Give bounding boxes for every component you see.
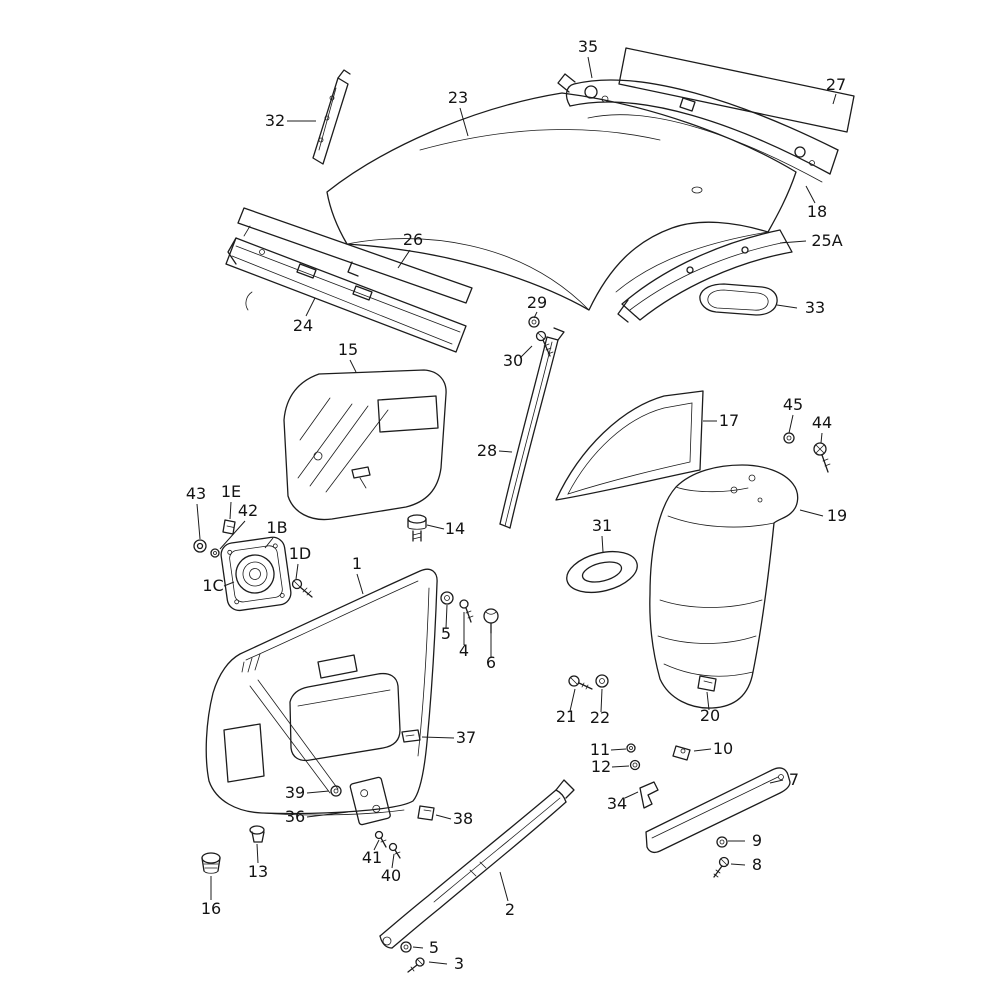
leader-lines — [196, 56, 837, 965]
part-label-41: 41 — [362, 848, 382, 867]
part-label-21: 21 — [556, 707, 576, 726]
part-21-screw — [568, 675, 593, 690]
part-label-37: 37 — [456, 728, 476, 747]
part-42-nut — [210, 548, 220, 558]
part-9-washer — [716, 836, 728, 848]
part-1-door-panel — [205, 568, 438, 816]
part-label-28: 28 — [477, 441, 497, 460]
part-label-25A: 25A — [811, 231, 842, 250]
part-41-screw — [374, 830, 387, 848]
part-label-29: 29 — [527, 293, 547, 312]
part-label-3: 3 — [454, 954, 464, 973]
part-label-8: 8 — [752, 855, 762, 874]
part-3-screw — [407, 957, 425, 973]
part-label-1E: 1E — [221, 482, 241, 501]
part-label-45: 45 — [783, 395, 803, 414]
part-label-1B: 1B — [266, 518, 287, 537]
part-22-grommet — [595, 674, 609, 688]
part-label-5: 5 — [441, 624, 451, 643]
part-label-4: 4 — [459, 641, 469, 660]
part-16-plug — [201, 852, 221, 874]
part-26-rail — [237, 207, 473, 304]
part-label-32: 32 — [265, 111, 285, 130]
part-31-armrest-pad — [566, 550, 638, 594]
part-label-10: 10 — [713, 739, 733, 758]
part-label-14: 14 — [445, 519, 465, 538]
part-45-washer — [783, 432, 795, 444]
part-5b-grommet — [400, 941, 412, 953]
part-label-11: 11 — [590, 740, 610, 759]
part-11-nut — [626, 743, 636, 753]
part-label-42: 42 — [238, 501, 258, 520]
part-27-trim-strip — [618, 47, 855, 133]
part-33-handle-cover — [699, 283, 778, 316]
part-label-6: 6 — [486, 653, 496, 672]
part-label-19: 19 — [827, 506, 847, 525]
part-labels: 35 27 32 23 18 26 25A 24 29 33 30 15 17 … — [186, 37, 847, 973]
part-40-screw — [388, 842, 401, 859]
part-1E-clip — [222, 519, 236, 535]
part-44-screw — [813, 442, 831, 473]
part-24-rail-channel — [225, 237, 467, 353]
part-4-screw — [459, 599, 474, 623]
part-label-36: 36 — [285, 807, 305, 826]
part-label-39: 39 — [285, 783, 305, 802]
part-25A-rear-trim — [617, 229, 793, 323]
part-39-grommet — [330, 785, 342, 797]
part-43-washer — [193, 539, 207, 553]
part-label-24: 24 — [293, 316, 313, 335]
part-label-38: 38 — [453, 809, 473, 828]
part-label-33: 33 — [805, 298, 825, 317]
part-32-pillar-strip — [312, 69, 351, 165]
part-label-15: 15 — [338, 340, 358, 359]
part-label-35: 35 — [578, 37, 598, 56]
part-label-23: 23 — [448, 88, 468, 107]
part-37-clip — [401, 729, 421, 743]
part-28-window-channel — [499, 327, 565, 529]
part-36-mounting-plate — [349, 776, 391, 826]
part-label-5b: 5 — [429, 938, 439, 957]
part-20-clip — [697, 675, 717, 692]
part-13-clip — [249, 825, 265, 843]
part-label-43: 43 — [186, 484, 206, 503]
part-label-13: 13 — [248, 862, 268, 881]
part-label-26: 26 — [403, 230, 423, 249]
part-29-washer — [528, 316, 540, 328]
part-label-16: 16 — [201, 899, 221, 918]
part-34-bracket — [639, 781, 659, 809]
part-label-17: 17 — [719, 411, 739, 430]
part-label-44: 44 — [812, 413, 832, 432]
part-1D-screw — [291, 578, 313, 598]
part-label-12: 12 — [591, 757, 611, 776]
part-label-7: 7 — [789, 770, 799, 789]
part-label-31: 31 — [592, 516, 612, 535]
part-label-22: 22 — [590, 708, 610, 727]
part-label-9: 9 — [752, 831, 762, 850]
part-17-window-frame-seal — [555, 390, 704, 501]
part-19-quarter-panel-trim — [649, 464, 799, 709]
part-label-1C: 1C — [202, 576, 223, 595]
part-label-1D: 1D — [289, 544, 312, 563]
part-38-clip — [417, 805, 435, 821]
part-label-27: 27 — [826, 75, 846, 94]
part-23-roof-headliner — [326, 92, 797, 311]
part-8-screw — [713, 856, 730, 878]
part-5-grommet — [440, 591, 454, 605]
part-label-20: 20 — [700, 706, 720, 725]
part-label-2: 2 — [505, 900, 515, 919]
part-7-rear-sill-trim — [645, 767, 791, 854]
part-12-nut — [629, 759, 641, 771]
part-label-34: 34 — [607, 794, 627, 813]
part-label-18: 18 — [807, 202, 827, 221]
part-1B-speaker-frame — [220, 536, 292, 612]
part-15-door-glass — [283, 369, 447, 521]
part-10-clip — [672, 745, 691, 761]
part-14-grommet — [407, 514, 427, 542]
part-label-1: 1 — [352, 554, 362, 573]
part-35-roof-rail — [557, 73, 839, 183]
part-2-sill-trim — [379, 779, 575, 949]
part-label-40: 40 — [381, 866, 401, 885]
part-label-30: 30 — [503, 351, 523, 370]
